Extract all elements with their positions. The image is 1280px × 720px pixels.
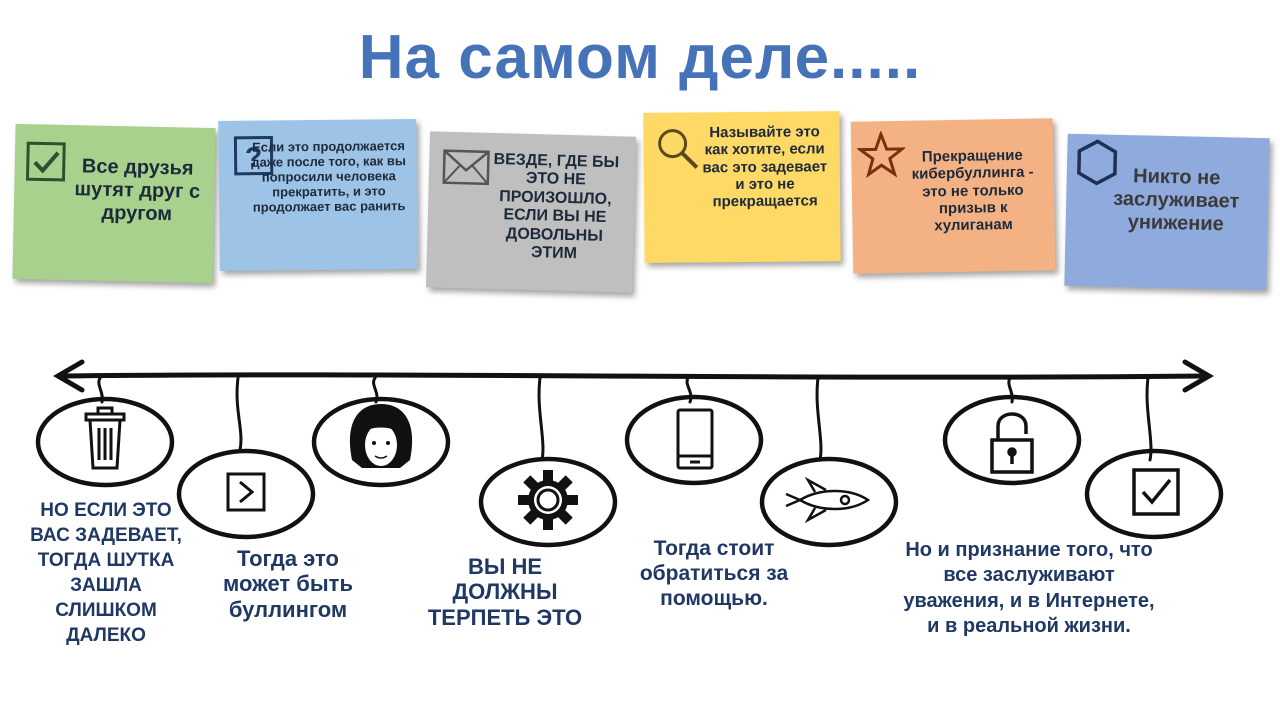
magnifier-icon — [658, 129, 699, 169]
phone-icon — [676, 408, 714, 470]
note-stop-cyberbullying: Прекращение кибербуллинга - это не тольк… — [850, 118, 1056, 274]
oval-arrow-box — [176, 448, 316, 540]
note-no-one-deserves: Никто не заслуживает унижение — [1064, 133, 1270, 291]
oval-woman — [311, 396, 451, 488]
note-anywhere: ВЕЗДЕ, ГДЕ БЫ ЭТО НЕ ПРОИЗОШЛО, ЕСЛИ ВЫ … — [425, 131, 637, 293]
trash-icon — [84, 406, 126, 470]
checkmark-box-icon — [1132, 468, 1180, 516]
arrow-box-icon — [226, 472, 266, 512]
caption-joke-too-far: НО ЕСЛИ ЭТО ВАС ЗАДЕВАЕТ, ТОГДА ШУТКА ЗА… — [30, 500, 182, 647]
note-friends-joke: Все друзья шутят друг с другом — [12, 123, 216, 284]
checkbox-icon — [25, 141, 66, 182]
note-call-it-what-you-want: Называйте это как хотите, если вас это з… — [643, 111, 841, 263]
rocket-icon — [785, 476, 871, 524]
oval-padlock — [942, 394, 1082, 486]
timeline-arrow-right — [1182, 359, 1214, 393]
timeline-arrow-left — [53, 359, 85, 393]
oval-trash — [35, 396, 175, 488]
gear-icon — [518, 470, 578, 530]
note-continues-hurting: ? Если это продолжается даже после того,… — [218, 118, 418, 272]
oval-checkmark — [1084, 448, 1224, 540]
caption-seek-help: Тогда стоит обратиться за помощью. — [639, 537, 789, 611]
svg-text:?: ? — [245, 142, 262, 173]
caption-may-be-bullying: Тогда это может быть буллингом — [223, 546, 353, 622]
hexagon-icon — [1077, 139, 1118, 186]
star-icon — [856, 130, 906, 179]
question-box-icon: ? — [233, 135, 274, 176]
timeline-line — [59, 372, 1208, 380]
caption-everyone-deserves-respect: Но и признание того, что все заслуживают… — [903, 539, 1155, 638]
envelope-icon — [442, 149, 490, 186]
oval-gear — [478, 456, 618, 548]
oval-phone — [624, 394, 764, 486]
page-title: На самом деле..... — [358, 23, 922, 92]
caption-dont-tolerate: ВЫ НЕ ДОЛЖНЫ ТЕРПЕТЬ ЭТО — [427, 554, 583, 630]
oval-rocket — [759, 456, 899, 548]
woman-icon — [349, 404, 413, 468]
padlock-icon — [990, 412, 1034, 474]
